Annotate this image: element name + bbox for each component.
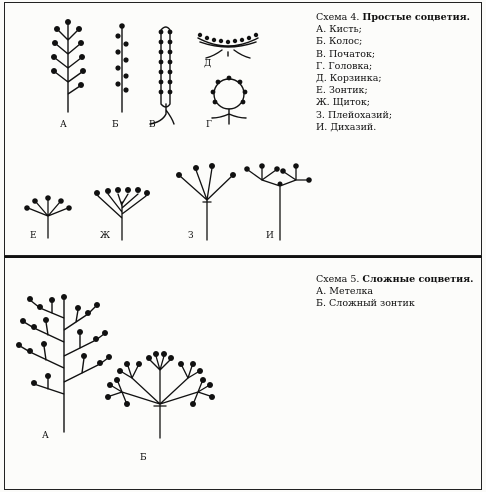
legend-item-raceme: А. Кисть; bbox=[316, 24, 362, 36]
label-capitulum: Д bbox=[204, 59, 211, 69]
label-raceme: А bbox=[60, 120, 67, 130]
diagram-spike bbox=[115, 23, 129, 113]
diagram-dichasium bbox=[244, 163, 312, 241]
legend-item-spike: Б. Колос; bbox=[316, 36, 363, 48]
diagram-head bbox=[210, 75, 248, 125]
diagram-capitulum bbox=[197, 32, 259, 59]
legend-item-pleiochasium: З. Плейохазий; bbox=[316, 109, 393, 121]
diagram-spadix bbox=[149, 26, 175, 125]
diagram-raceme bbox=[51, 19, 86, 113]
diagram-pleiochasium bbox=[176, 163, 236, 241]
scheme5-caption: Схема 5. Сложные соцветия. bbox=[316, 274, 473, 286]
scheme5-caption-prefix: Схема 5. bbox=[316, 274, 360, 285]
diagram-panicle bbox=[16, 294, 112, 433]
scheme5-legend: Схема 5. Сложные соцветия. А. Метелка Б.… bbox=[316, 274, 473, 311]
diagram-compound-umbel bbox=[105, 351, 215, 439]
label-compound-umbel: Б bbox=[140, 453, 147, 463]
legend-item-corymb: Ж. Щиток; bbox=[316, 97, 370, 109]
label-spike: Б bbox=[112, 120, 119, 130]
label-spadix: В bbox=[149, 120, 156, 130]
label-corymb: Ж bbox=[100, 231, 110, 241]
label-pleiochasium: З bbox=[188, 231, 194, 241]
label-panicle: А bbox=[42, 431, 49, 441]
legend-item-compound-umbel: Б. Сложный зонтик bbox=[316, 298, 415, 310]
compound-inflorescences-panel bbox=[4, 256, 482, 490]
scheme4-caption-bold: Простые соцветия. bbox=[362, 12, 470, 23]
label-head: Г bbox=[206, 120, 212, 130]
scheme4-caption: Схема 4. Простые соцветия. bbox=[316, 12, 470, 24]
scheme4-legend: Схема 4. Простые соцветия. А. Кисть; Б. … bbox=[316, 12, 470, 134]
legend-item-dichasium: И. Дихазий. bbox=[316, 121, 377, 133]
diagram-umbel bbox=[24, 195, 72, 239]
scheme5-caption-bold: Сложные соцветия. bbox=[362, 274, 474, 285]
label-dichasium: И bbox=[266, 231, 274, 241]
label-umbel: Е bbox=[30, 231, 37, 241]
scheme4-caption-prefix: Схема 4. bbox=[316, 12, 360, 23]
legend-item-panicle: А. Метелка bbox=[316, 286, 374, 298]
legend-item-capitulum: Д. Корзинка; bbox=[316, 73, 382, 85]
legend-item-spadix: В. Початок; bbox=[316, 48, 376, 60]
legend-item-umbel: Е. Зонтик; bbox=[316, 85, 368, 97]
legend-item-head: Г. Головка; bbox=[316, 60, 373, 72]
diagram-corymb bbox=[94, 187, 150, 241]
